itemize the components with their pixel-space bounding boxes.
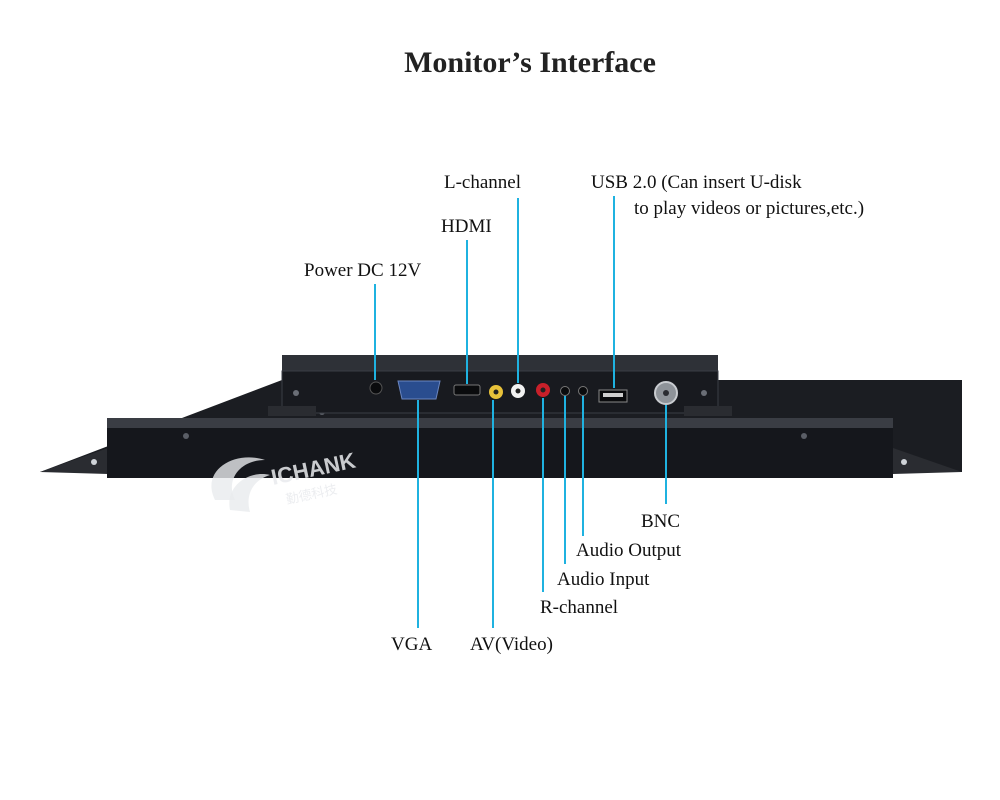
flange-left-ear	[40, 448, 108, 474]
vga-port	[397, 380, 441, 400]
label-vga: VGA	[391, 634, 433, 655]
power-port	[369, 381, 383, 395]
label-l-channel: L-channel	[444, 172, 522, 193]
label-hdmi: HDMI	[441, 216, 492, 237]
flange-right-ear	[893, 448, 962, 474]
audio-input-port	[560, 386, 570, 396]
brand-logo-icon: ICHANK 勤德科技	[211, 448, 358, 512]
av-video-port-center	[493, 389, 499, 395]
panel-screw-left	[183, 433, 189, 439]
bnc-port-center	[663, 390, 669, 396]
panel-top-edge	[107, 418, 893, 428]
panel-screw-right	[801, 433, 807, 439]
page-title: Monitor’s Interface	[404, 46, 656, 79]
label-audio-output: Audio Output	[576, 540, 682, 561]
label-usb: USB 2.0 (Can insert U-disk	[591, 172, 802, 193]
watermark-latin: ICHANK	[269, 448, 358, 490]
label-bnc: BNC	[641, 511, 681, 532]
label-r-channel: R-channel	[540, 597, 619, 618]
interface-bracket-right	[684, 406, 732, 416]
brand-watermark: ICHANK 勤德科技	[195, 430, 395, 530]
usb-port-tongue	[603, 393, 623, 397]
leader-lines	[374, 196, 667, 628]
hdmi-port	[453, 384, 481, 396]
l-channel-port-center	[515, 388, 521, 394]
label-audio-input: Audio Input	[557, 569, 650, 590]
flange-hole-right	[901, 459, 907, 465]
label-av: AV(Video)	[470, 634, 553, 655]
watermark-cjk: 勤德科技	[285, 482, 339, 507]
r-channel-port-center	[540, 387, 546, 393]
flange-hole-left	[91, 459, 97, 465]
box-screw-left	[293, 390, 299, 396]
box-screw-right	[701, 390, 707, 396]
label-power: Power DC 12V	[304, 260, 422, 281]
label-usb-line2: to play videos or pictures,etc.)	[634, 198, 865, 219]
audio-output-port	[578, 386, 588, 396]
interface-box-top	[282, 355, 718, 372]
interface-bracket-left	[268, 406, 316, 416]
